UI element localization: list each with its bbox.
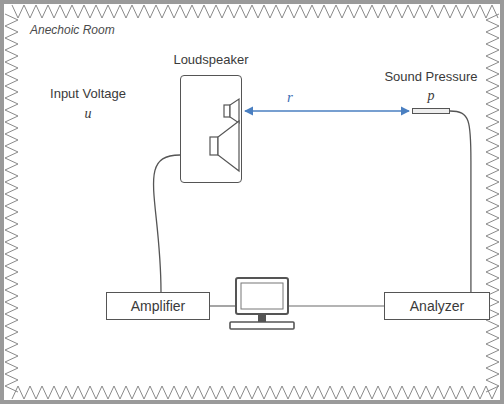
cable — [288, 305, 384, 306]
box-label: Analyzer — [410, 298, 464, 314]
wedge-row — [5, 14, 18, 392]
analyzer-box: Analyzer — [384, 292, 490, 320]
signal-cable — [154, 155, 180, 292]
signal-name: Input Voltage — [50, 86, 126, 102]
monitor — [236, 278, 288, 314]
woofer-magnet — [210, 137, 218, 155]
screen — [241, 283, 283, 309]
woofer-cone — [218, 121, 239, 171]
speaker-drivers — [180, 75, 242, 183]
distance-label: r — [285, 89, 295, 105]
part-heading: Sound Pressure — [384, 69, 477, 85]
box-label: Amplifier — [131, 298, 185, 314]
signal-symbol: u — [85, 106, 92, 122]
loudspeaker: Loudspeaker — [180, 75, 242, 183]
amplifier-box: Amplifier — [106, 292, 210, 320]
signal-cable — [450, 111, 471, 292]
signal-symbol: p — [428, 88, 435, 104]
room-title: Anechoic Room — [28, 22, 117, 38]
tweeter-cone — [230, 99, 239, 123]
wedge-row — [12, 5, 498, 18]
part-heading: Loudspeaker — [173, 52, 248, 68]
cable — [210, 305, 236, 306]
keyboard — [230, 322, 294, 329]
tweeter-magnet — [224, 105, 230, 117]
wedge-row — [12, 386, 498, 399]
distance-arrow — [245, 110, 409, 111]
monitor-stand — [258, 314, 266, 322]
microphone: Sound Pressurep — [412, 108, 450, 114]
wedge-row — [486, 14, 499, 392]
